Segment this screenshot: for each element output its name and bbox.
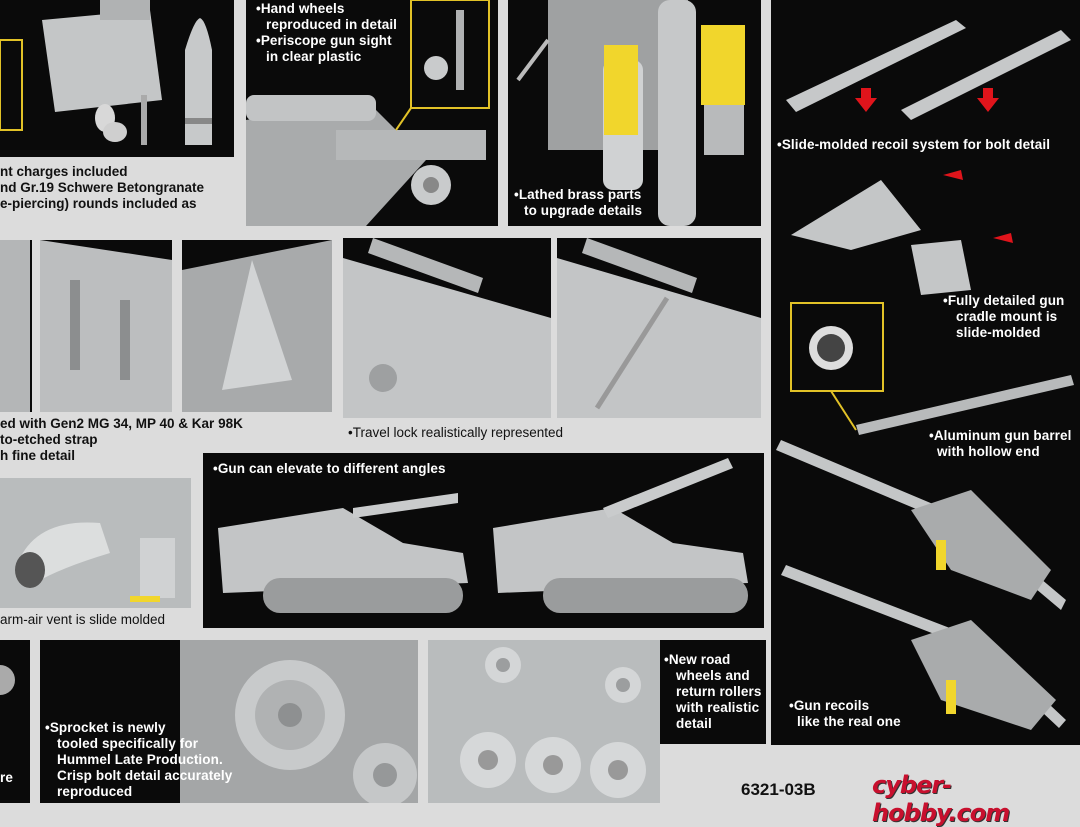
elevate-render [218,458,748,613]
road-wheels-caption-panel: New road wheels and return rollers with … [660,640,766,744]
interior-render-3 [182,240,332,412]
elevate-panel: Gun can elevate to different angles [203,453,764,628]
brass-render [516,0,745,226]
ammo-caption-area: nt charges included nd Gr.19 Schwere Bet… [0,157,240,227]
brass-line-2: to upgrade details [524,203,643,218]
cradle-line-3: slide-molded [956,325,1041,340]
interior-panel-1 [0,240,32,412]
recoil-system-caption: Slide-molded recoil system for bolt deta… [777,137,1050,153]
periscope-line-2: in clear plastic [266,49,362,64]
sprocket-line-4: Crisp bolt detail accurately [57,768,233,783]
hand-wheels-render [246,0,490,226]
charges-line-3: e-piercing) rounds included as [0,196,197,211]
sprocket-line-3: Hummel Late Production. [57,752,223,767]
edge-re-text: re [0,770,13,785]
cradle-line-1: Fully detailed gun [943,293,1064,309]
interior-panel-2 [40,240,172,412]
sprocket-render [180,640,418,803]
hand-wheels-panel: Hand wheels reproduced in detail Perisco… [246,0,498,226]
travel-lock-caption: Travel lock realistically represented [348,425,563,441]
interior-panel-3 [182,240,332,412]
sprocket-line-1: Sprocket is newly [45,720,232,736]
cradle-line-2: cradle mount is [956,309,1058,324]
warm-air-panel [0,478,191,608]
periscope-line-1: Periscope gun sight [256,33,397,49]
road-wheels-line-5: detail [676,716,712,731]
ammo-render [0,0,212,145]
sprocket-line-2: tooled specifically for [57,736,199,751]
charges-line-1: nt charges included [0,164,128,179]
sprocket-panel: Sprocket is newly tooled specifically fo… [40,640,418,803]
barrel-line-1: Aluminum gun barrel [929,428,1072,444]
brass-line-1: Lathed brass parts [514,187,642,203]
brand-logo: cyber-hobby.com [872,771,1010,827]
travel-lock-render-2 [557,238,761,418]
barrel-line-2: with hollow end [937,444,1040,459]
hand-wheels-line-2: reproduced in detail [266,17,398,32]
travel-lock-panel-1 [343,238,551,418]
ammo-panel [0,0,234,157]
road-wheels-line-3: return rollers [676,684,762,699]
road-wheels-render [460,647,646,798]
recoils-line-2: like the real one [797,714,901,729]
recoil-render [776,20,1074,730]
brass-panel: Lathed brass parts to upgrade details [508,0,761,226]
road-wheels-panel [428,640,660,803]
interior-render-1 [0,240,30,412]
warm-air-render [15,522,175,602]
charges-line-2: nd Gr.19 Schwere Betongranate [0,180,205,195]
mg34-line-2: to-etched strap [0,432,98,447]
road-wheels-line-2: wheels and [676,668,750,683]
road-wheels-line-1: New road [664,652,761,668]
sprocket-line-5: reproduced [57,784,133,799]
travel-lock-render-1 [343,238,551,418]
travel-lock-panel-2 [557,238,761,418]
recoil-panel: Slide-molded recoil system for bolt deta… [771,0,1080,745]
recoils-line-1: Gun recoils [789,698,901,714]
mg34-line-1: ed with Gen2 MG 34, MP 40 & Kar 98K [0,416,243,431]
interior-render-2 [40,240,172,412]
warm-air-caption: arm-air vent is slide molded [0,612,166,627]
product-code: 6321-03B [741,780,816,799]
elevate-caption: Gun can elevate to different angles [213,461,446,477]
hand-wheels-line-1: Hand wheels [256,1,397,17]
mg34-line-3: h fine detail [0,448,76,463]
edge-render [0,665,15,695]
road-wheels-line-4: with realistic [676,700,760,715]
edge-panel: re [0,640,30,803]
